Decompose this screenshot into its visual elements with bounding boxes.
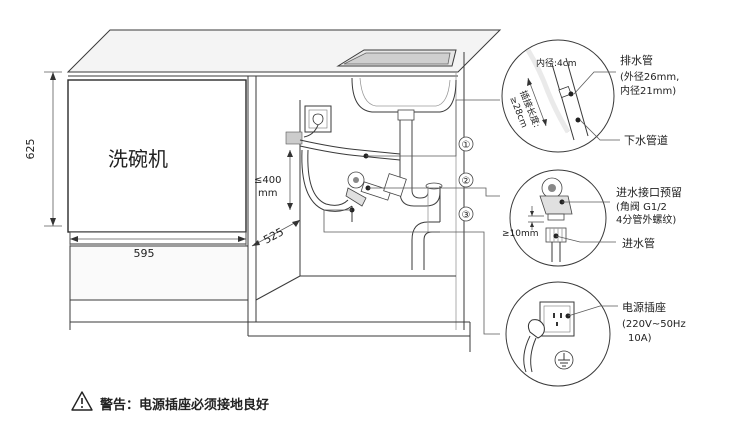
drain-hose-spec-1: (外径26mm, <box>620 70 679 83</box>
leader-lines <box>323 99 500 335</box>
inlet-title: 进水接口预留 <box>616 186 682 199</box>
detail-inlet <box>509 169 616 267</box>
inlet-spec-2: 4分管外螺纹) <box>616 213 676 226</box>
drain-inner-diameter: 内径:4cm <box>536 57 576 69</box>
inlet-gap: ≥10mm <box>502 229 539 239</box>
drain-hose-title: 排水管 <box>620 53 653 67</box>
detail-drain: 内径:4cm 插接长度: ≥28cm <box>501 39 620 153</box>
depth-value: 525 <box>261 225 286 246</box>
dimension-depth: 525 <box>251 219 301 247</box>
height-value: 625 <box>24 139 37 160</box>
step-marker-2: ② <box>458 172 474 188</box>
dishwasher-drain-hose <box>285 131 401 212</box>
detail-power <box>505 281 618 387</box>
svg-text:②: ② <box>462 176 471 187</box>
svg-text:③: ③ <box>462 210 471 221</box>
appliance-label: 洗碗机 <box>108 147 168 171</box>
width-value: 595 <box>134 247 155 260</box>
warning-text: 警告：电源插座必须接地良好 <box>100 397 269 413</box>
svg-text:①: ① <box>462 140 471 151</box>
dimension-width: 595 <box>69 232 247 260</box>
dishwasher <box>67 79 247 245</box>
hose-height-limit-1: ≤400 <box>254 175 281 186</box>
warning-icon <box>71 391 93 411</box>
cabinet <box>69 76 471 352</box>
dimension-hose-height: ≤400 mm <box>254 150 293 210</box>
dimension-height: 625 <box>24 71 62 227</box>
cabinet-socket <box>303 105 332 138</box>
hose-height-limit-2: mm <box>258 188 277 199</box>
step-marker-1: ① <box>458 136 474 152</box>
sink-drain-pipe <box>397 109 443 270</box>
power-title: 电源插座 <box>622 300 666 314</box>
power-spec-1: (220V~50Hz <box>622 319 686 330</box>
sewer-pipe-label: 下水管道 <box>624 133 668 147</box>
drain-hose-spec-2: 内径21mm) <box>620 84 676 97</box>
sink-bowl <box>351 77 457 113</box>
step-marker-3: ③ <box>458 206 474 222</box>
inlet-spec-1: (角阀 G1/2 <box>616 200 667 213</box>
power-spec-2: 10A) <box>628 333 652 344</box>
inlet-hose-label: 进水管 <box>622 236 655 250</box>
angle-valve <box>345 171 407 222</box>
